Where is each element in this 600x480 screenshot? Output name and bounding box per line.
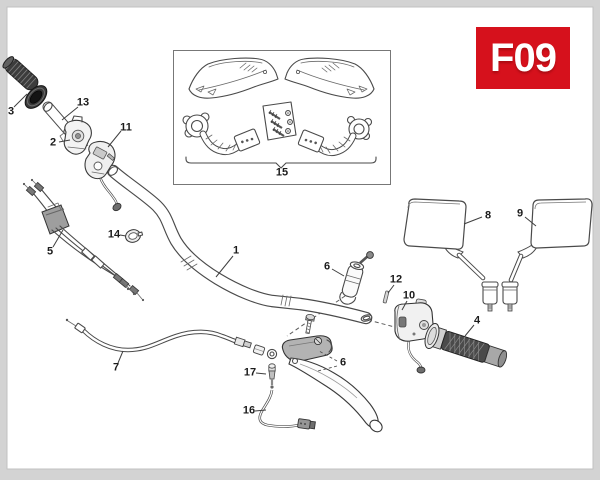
handguard-kit-box <box>173 50 391 185</box>
figure-code-badge: F09 <box>476 27 570 89</box>
callout-1[interactable]: 1 <box>232 244 240 257</box>
callout-4[interactable]: 4 <box>473 314 481 327</box>
callout-9[interactable]: 9 <box>516 207 524 220</box>
right-mount-bracket <box>297 115 373 157</box>
callout-6-lower[interactable]: 6 <box>339 356 347 369</box>
leader-lines <box>13 93 537 412</box>
callout-10[interactable]: 10 <box>402 289 416 302</box>
callout-12[interactable]: 12 <box>389 273 403 286</box>
callout-3[interactable]: 3 <box>7 105 15 118</box>
callout-2[interactable]: 2 <box>49 136 57 149</box>
clutch-lever-part-6 <box>288 357 383 433</box>
right-mirror-part-9 <box>501 198 593 312</box>
left-grip-part-3 <box>2 56 48 109</box>
left-mount-bracket <box>182 112 261 156</box>
callout-15[interactable]: 15 <box>275 166 289 179</box>
switch-wire-part-16 <box>258 389 316 430</box>
handlebar-part-1 <box>106 164 373 325</box>
adjuster-part-17 <box>268 363 276 389</box>
pin-part-12 <box>382 290 390 304</box>
callout-14[interactable]: 14 <box>107 228 121 241</box>
callout-13[interactable]: 13 <box>76 96 90 109</box>
left-mirror-part-8 <box>403 198 499 312</box>
right-switch-part-10 <box>394 298 434 374</box>
clutch-cable-part-7 <box>65 318 278 360</box>
callout-11[interactable]: 11 <box>120 121 132 134</box>
callout-8[interactable]: 8 <box>484 209 492 222</box>
callout-16[interactable]: 16 <box>242 404 256 417</box>
left-switch-part-11 <box>84 140 122 212</box>
callout-17[interactable]: 17 <box>243 366 257 379</box>
kit-brace <box>185 156 377 169</box>
lever-bracket-screw <box>305 313 315 335</box>
right-handguard <box>284 57 375 99</box>
throttle-housing-part-2 <box>59 115 92 155</box>
clamp-ring-part-14 <box>125 229 144 243</box>
hardware-kit <box>262 101 297 141</box>
right-grip-part-4 <box>424 322 508 368</box>
left-handguard <box>188 57 279 99</box>
bar-clamp-part-6 <box>339 251 374 305</box>
callout-7[interactable]: 7 <box>112 361 120 374</box>
throttle-cables-part-5 <box>22 178 145 302</box>
callout-5[interactable]: 5 <box>46 245 54 258</box>
callout-6-upper[interactable]: 6 <box>323 260 331 273</box>
